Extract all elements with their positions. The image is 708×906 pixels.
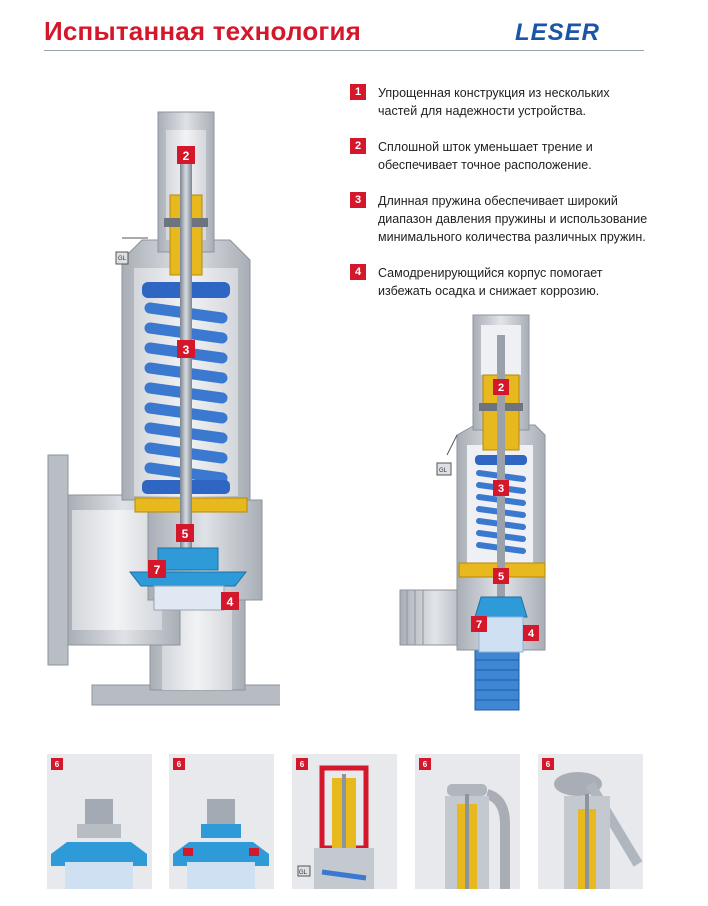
- thumb-nozzle: [187, 862, 255, 889]
- thumb-cap-top: [447, 784, 487, 796]
- thumbnail-open-bonnet: 6: [47, 754, 152, 889]
- outlet-cavity: [72, 510, 162, 630]
- svg-text:5: 5: [182, 527, 189, 541]
- feature-text: Длинная пружина обеспечивает широкий диа…: [378, 194, 648, 244]
- gauge-label: GL: [118, 256, 127, 262]
- inlet-threads: [475, 659, 519, 701]
- leser-logo: LESER: [515, 19, 601, 46]
- svg-text:3: 3: [498, 483, 504, 495]
- small-callout-4: 4: [523, 625, 539, 641]
- small-callout-2: 2: [493, 379, 509, 395]
- nozzle-top: [153, 585, 225, 611]
- thumb-seat: [51, 842, 147, 866]
- feature-number: 3: [350, 192, 366, 208]
- thumb-seat: [173, 842, 269, 866]
- feature-text: Сплошной шток уменьшает трение и обеспеч…: [378, 140, 593, 172]
- small-disc: [474, 596, 528, 618]
- feature-text: Упрощенная конструкция из нескольких час…: [378, 86, 610, 118]
- callout-4: 4: [221, 592, 239, 610]
- page-title: Испытанная технология: [44, 16, 361, 46]
- svg-text:4: 4: [227, 595, 234, 609]
- thumbnail-badge: 6: [423, 760, 428, 769]
- header-divider: [44, 50, 644, 51]
- svg-text:4: 4: [528, 628, 535, 640]
- thumb-nozzle: [65, 862, 133, 889]
- small-seal-wire: [446, 434, 458, 456]
- thumbnail-badge: 6: [177, 760, 182, 769]
- seat-ring: [128, 571, 248, 587]
- thumbnail-lever-cap: 6: [415, 754, 520, 889]
- thumbnail-bellows-cap: GL 6: [292, 754, 397, 889]
- thumbnail-badge: 6: [300, 760, 305, 769]
- small-valve-diagram: GL 2 3 5 7 4: [399, 314, 546, 711]
- svg-text:7: 7: [476, 619, 482, 631]
- svg-text:7: 7: [154, 563, 161, 577]
- feature-item: 4 Самодренирующийся корпус помогает избе…: [350, 264, 650, 300]
- thumb-seal-left: [183, 848, 193, 856]
- feature-number: 4: [350, 264, 366, 280]
- small-gauge-label: GL: [439, 468, 448, 474]
- small-callout-5: 5: [493, 568, 509, 584]
- thumb-stem: [207, 799, 235, 824]
- svg-text:5: 5: [498, 571, 504, 583]
- thumbnail-soft-seal: 6: [169, 754, 274, 889]
- thumb-stem: [85, 799, 113, 824]
- callout-7: 7: [148, 560, 166, 578]
- svg-text:2: 2: [498, 382, 504, 394]
- feature-item: 1 Упрощенная конструкция из нескольких ч…: [350, 84, 650, 120]
- thumb-guide: [77, 824, 121, 838]
- thumbnail-badge: 6: [546, 760, 551, 769]
- thumb-stem: [342, 774, 346, 889]
- feature-item: 3 Длинная пружина обеспечивает широкий д…: [350, 192, 650, 246]
- thumb-lever: [485, 789, 510, 889]
- feature-text: Самодренирующийся корпус помогает избежа…: [378, 266, 603, 298]
- callout-5: 5: [176, 524, 194, 542]
- small-callout-7: 7: [471, 616, 487, 632]
- seal-tag: [115, 251, 129, 265]
- thumbnail-packed-lever: 6: [538, 754, 643, 889]
- thumb-disc: [201, 824, 241, 838]
- thumb-bonnet: [314, 848, 374, 889]
- small-seal-tag: [436, 462, 452, 476]
- feature-number: 1: [350, 84, 366, 100]
- feature-list: 1 Упрощенная конструкция из нескольких ч…: [350, 84, 650, 318]
- big-valve-diagram: GL 2 3 5 7 4: [47, 111, 280, 706]
- outlet-threads: [406, 590, 424, 645]
- disc: [157, 547, 219, 571]
- thumbnail-badge: 6: [55, 760, 60, 769]
- outlet-flange: [47, 454, 69, 666]
- svg-text:3: 3: [183, 343, 190, 357]
- thumb-gauge-label: GL: [299, 870, 308, 876]
- svg-text:2: 2: [183, 149, 190, 163]
- feature-item: 2 Сплошной шток уменьшает трение и обесп…: [350, 138, 650, 174]
- small-callout-3: 3: [493, 480, 509, 496]
- feature-number: 2: [350, 138, 366, 154]
- callout-2: 2: [177, 146, 195, 164]
- callout-3: 3: [177, 340, 195, 358]
- thumb-seal-right: [249, 848, 259, 856]
